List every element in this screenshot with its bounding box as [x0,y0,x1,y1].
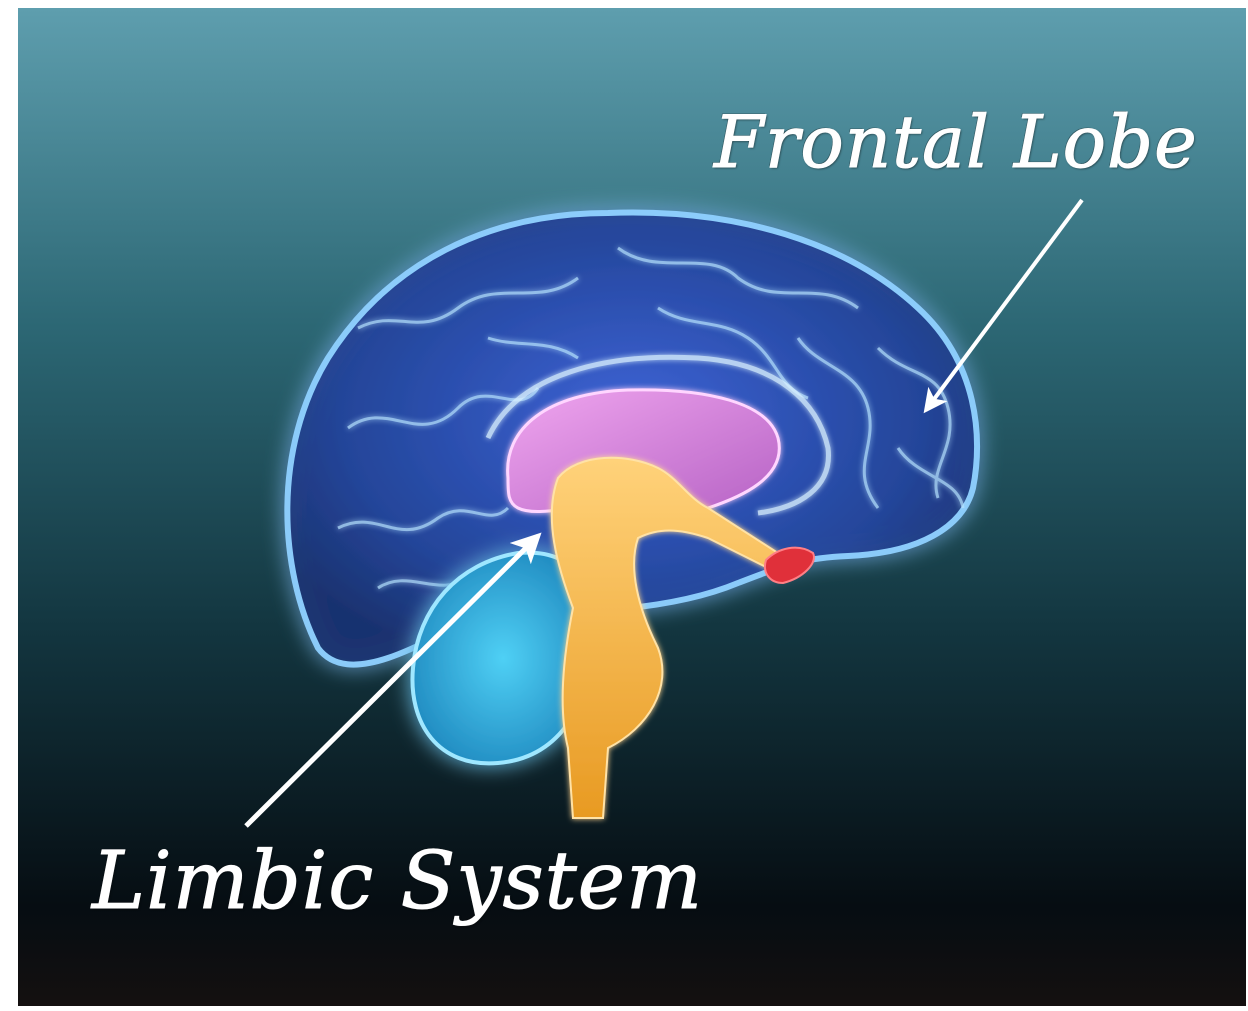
limbic-system-label: Limbic System [92,834,703,927]
diagram-frame: Frontal Lobe Limbic System [18,8,1246,1006]
frontal-lobe-label: Frontal Lobe [714,100,1198,184]
